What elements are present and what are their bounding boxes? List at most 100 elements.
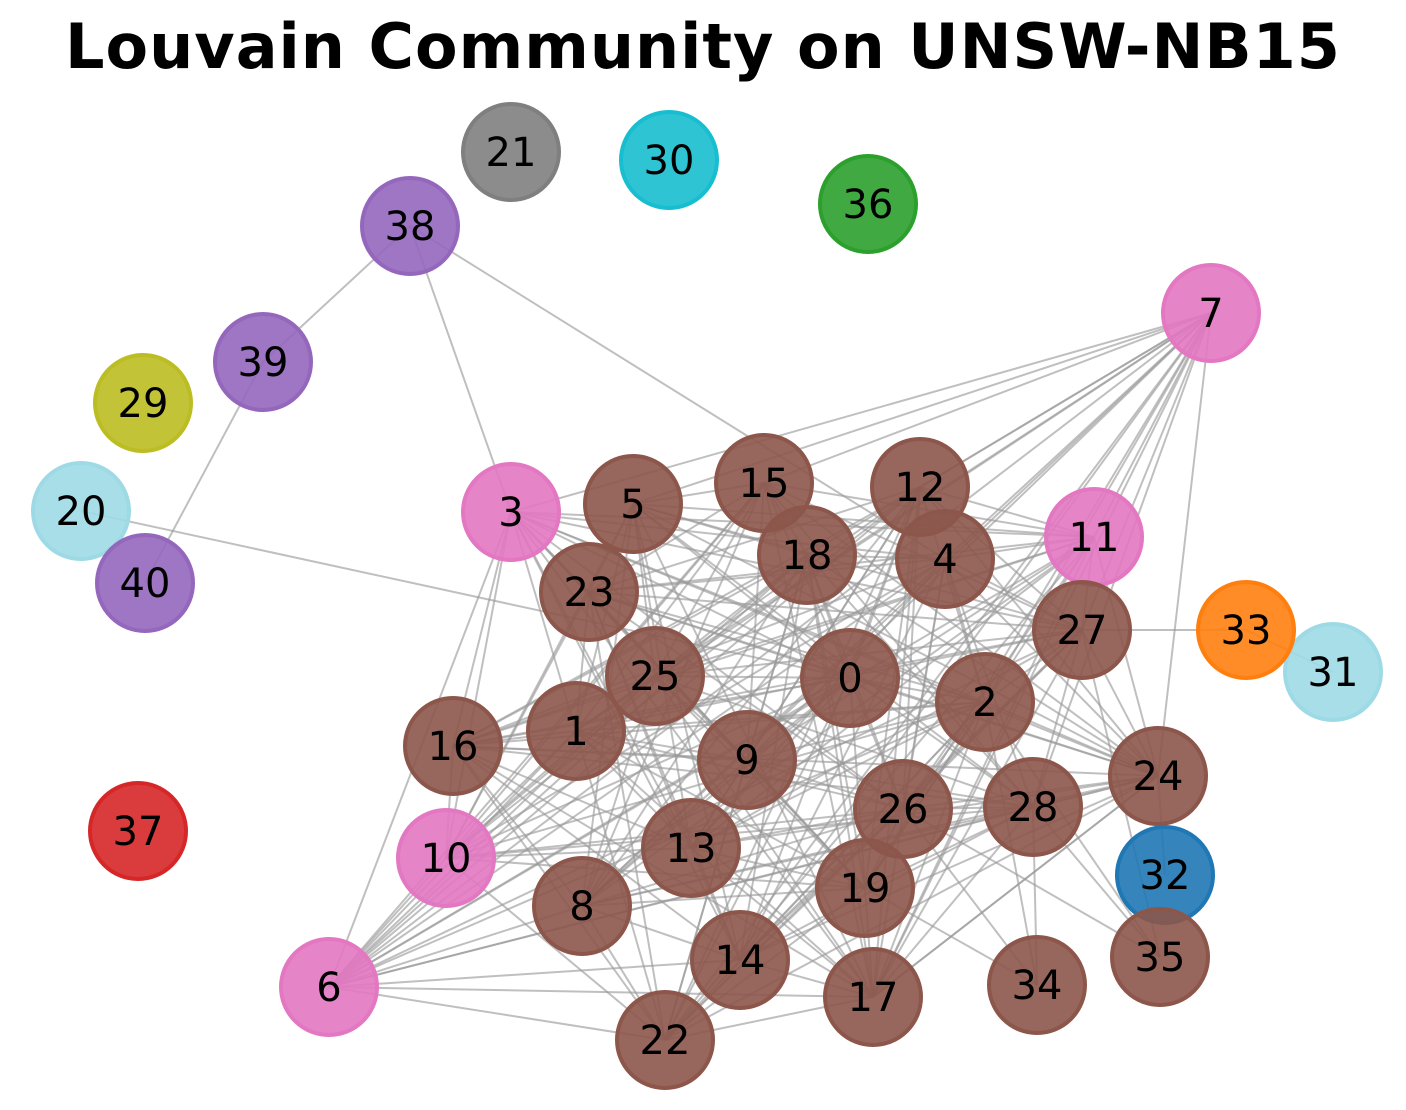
node-29: 29: [93, 353, 193, 453]
node-circle: [823, 947, 923, 1047]
edge-6-14: [328, 959, 741, 988]
node-label: 26: [878, 787, 929, 833]
node-label: 9: [734, 738, 759, 784]
edge-7-24: [1157, 312, 1212, 777]
edge-8-28: [581, 806, 1034, 907]
node-circle: [800, 628, 900, 728]
node-label: 36: [843, 182, 894, 228]
node-circle: [1108, 726, 1208, 826]
edge-3-10: [445, 511, 512, 859]
node-circle: [583, 454, 683, 554]
node-label: 39: [238, 340, 289, 386]
node-circle: [605, 626, 705, 726]
edge-6-17: [328, 986, 874, 998]
node-21: 21: [461, 102, 561, 202]
node-label: 3: [498, 490, 523, 536]
node-label: 1: [563, 709, 588, 755]
node-label: 0: [837, 656, 862, 702]
edge-22-23: [588, 591, 666, 1041]
node-circle: [697, 710, 797, 810]
node-label: 24: [1133, 754, 1184, 800]
node-circle: [539, 542, 639, 642]
node-label: 6: [316, 965, 341, 1011]
node-15: 15: [714, 433, 814, 533]
node-circle: [88, 781, 188, 881]
node-31: 31: [1283, 622, 1383, 722]
node-7: 7: [1161, 263, 1261, 363]
node-34: 34: [987, 935, 1087, 1035]
edge-14-16: [452, 745, 741, 961]
edge-9-11: [746, 536, 1095, 761]
node-38: 38: [360, 176, 460, 276]
node-circle: [1110, 907, 1210, 1007]
node-circle: [461, 102, 561, 202]
node-label: 33: [1221, 608, 1272, 654]
node-circle: [690, 910, 790, 1010]
edge-5-27: [632, 503, 1083, 631]
edge-10-15: [445, 482, 765, 859]
node-8: 8: [532, 856, 632, 956]
node-label: 10: [421, 836, 472, 882]
node-circle: [526, 681, 626, 781]
node-circle: [757, 505, 857, 605]
node-25: 25: [605, 626, 705, 726]
node-label: 21: [486, 130, 537, 176]
edge-23-27: [588, 591, 1083, 631]
node-circle: [818, 154, 918, 254]
node-label: 14: [715, 938, 766, 984]
node-24: 24: [1108, 726, 1208, 826]
node-label: 15: [739, 461, 790, 507]
edge-7-15: [763, 312, 1212, 484]
edge-3-4: [510, 511, 946, 560]
node-label: 11: [1069, 515, 1120, 561]
node-0: 0: [800, 628, 900, 728]
node-label: 37: [113, 809, 164, 855]
node-17: 17: [823, 947, 923, 1047]
node-circle: [213, 312, 313, 412]
node-10: 10: [396, 808, 496, 908]
node-37: 37: [88, 781, 188, 881]
node-26: 26: [853, 759, 953, 859]
node-label: 30: [644, 138, 695, 184]
node-40: 40: [95, 533, 195, 633]
node-2: 2: [935, 652, 1035, 752]
node-circle: [360, 176, 460, 276]
edge-6-22: [328, 986, 666, 1041]
node-circle: [1032, 580, 1132, 680]
node-33: 33: [1196, 580, 1296, 680]
node-layer: 0123456789101112131415161718192021222324…: [31, 102, 1383, 1090]
node-circle: [641, 798, 741, 898]
edge-17-24: [872, 775, 1159, 998]
node-circle: [1196, 580, 1296, 680]
node-1: 1: [526, 681, 626, 781]
node-circle: [403, 696, 503, 796]
node-label: 34: [1012, 963, 1063, 1009]
node-circle: [461, 462, 561, 562]
node-circle: [935, 652, 1035, 752]
edge-8-18: [581, 554, 808, 907]
node-circle: [619, 110, 719, 210]
node-label: 22: [640, 1018, 691, 1064]
node-label: 28: [1008, 785, 1059, 831]
edge-38-4: [409, 225, 946, 560]
edge-4-10: [445, 558, 946, 859]
edge-12-23: [588, 486, 921, 593]
node-label: 38: [385, 204, 436, 250]
node-label: 7: [1198, 291, 1223, 337]
node-label: 2: [972, 680, 997, 726]
node-5: 5: [583, 454, 683, 554]
node-label: 5: [620, 482, 645, 528]
node-23: 23: [539, 542, 639, 642]
node-label: 18: [782, 533, 833, 579]
node-label: 4: [932, 537, 957, 583]
node-circle: [870, 437, 970, 537]
node-label: 35: [1135, 935, 1186, 981]
node-label: 13: [666, 826, 717, 872]
node-circle: [983, 757, 1083, 857]
node-circle: [31, 461, 131, 561]
node-20: 20: [31, 461, 131, 561]
node-circle: [93, 353, 193, 453]
node-12: 12: [870, 437, 970, 537]
